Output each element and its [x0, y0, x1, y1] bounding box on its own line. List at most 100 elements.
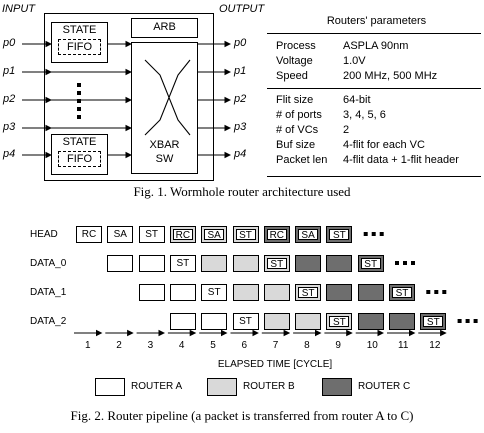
pipeline-cell-0-9: ST [326, 226, 353, 243]
row-label-0: HEAD [30, 229, 58, 240]
router-box [44, 13, 214, 181]
group1-name-0: Process [276, 40, 316, 52]
fifo-top: FIFO [58, 39, 101, 55]
legend-swatch-a [95, 378, 125, 396]
stage-label: ST [235, 229, 256, 241]
cycle-tick-8: 8 [304, 340, 310, 351]
stage-label: RC [172, 229, 193, 241]
cycle-tick-4: 4 [178, 340, 185, 351]
pipeline-cell-0-7: RC [263, 226, 290, 243]
sw-label: SW [155, 153, 174, 165]
ellipsis-dot [457, 319, 462, 323]
stage-label: RC [266, 229, 287, 241]
pipeline-cell-3-12: ST [420, 313, 447, 330]
pipeline-cell-1-6 [232, 255, 259, 272]
ellipsis-dot [473, 319, 478, 323]
stage-label: SA [298, 229, 319, 241]
pipeline-cell-2-11: ST [389, 284, 415, 301]
ellipsis-dot [426, 290, 431, 294]
pipeline-cell-2-3 [138, 284, 165, 301]
pipeline-cell-0-5: SA [201, 226, 228, 243]
state-fifo-block-bottom: STATE FIFO [51, 134, 108, 175]
fig1-caption: Fig. 1. Wormhole router architecture use… [133, 184, 351, 199]
state-label-bottom: STATE [62, 136, 97, 148]
row-label-1: DATA_0 [30, 258, 67, 269]
group2-name-0: Flit size [276, 94, 314, 106]
group2-name-4: Packet len [276, 154, 328, 166]
stage-label: SA [113, 229, 127, 240]
xbar-box: XBAR SW [131, 42, 198, 174]
pipeline-cell-1-9 [326, 255, 353, 272]
pipeline-cell-3-10 [357, 313, 384, 330]
axis-label: ELAPSED TIME [CYCLE] [217, 359, 333, 370]
group2-name-3: Buf size [276, 139, 316, 151]
pipeline-cell-0-3: ST [138, 226, 165, 243]
cycle-tick-10: 10 [366, 340, 378, 351]
group2-value-3: 4-flit for each VC [343, 139, 425, 151]
state-fifo-block-top: STATE FIFO [51, 22, 108, 63]
arb-label: ARB [153, 21, 176, 33]
group1-name-2: Speed [276, 70, 308, 82]
cycle-tick-7: 7 [272, 340, 279, 351]
fig2-caption: Fig. 2. Router pipeline (a packet is tra… [70, 408, 414, 423]
cycle-tick-3: 3 [147, 340, 154, 351]
pipeline-cell-1-5 [201, 255, 228, 272]
pipeline-cell-0-4: RC [169, 226, 196, 243]
group1-name-1: Voltage [276, 55, 313, 67]
pipeline-cell-2-8: ST [295, 284, 322, 301]
output-port-p0: p0 [234, 37, 247, 49]
stage-label: ST [298, 287, 319, 299]
stage-label: ST [360, 258, 381, 270]
stage-label: ST [329, 229, 350, 241]
arb-box: ARB [131, 18, 198, 38]
legend-label-b: ROUTER B [243, 381, 295, 392]
group1-value-0: ASPLA 90nm [343, 40, 409, 52]
group2-name-2: # of VCs [276, 124, 319, 136]
group2-value-4: 4-flit data + 1-flit header [343, 154, 459, 166]
stage-label: ST [266, 258, 287, 270]
stage-label: ST [239, 316, 252, 327]
input-label: INPUT [2, 3, 35, 15]
group2-value-2: 2 [343, 124, 350, 136]
stage-label: ST [145, 229, 158, 240]
pipeline-cell-3-5 [201, 313, 228, 330]
xbar-label: XBAR [149, 139, 180, 151]
cycle-tick-12: 12 [429, 340, 441, 351]
input-port-p2: p2 [3, 93, 16, 105]
table-title: Routers' parameters [326, 15, 427, 27]
pipeline-cell-0-8: SA [295, 226, 322, 243]
legend-swatch-b [207, 378, 237, 396]
pipeline-cell-0-1: RC [76, 226, 102, 243]
stage-label: SA [204, 229, 225, 241]
pipeline-cell-2-10 [357, 284, 384, 301]
pipeline-cell-3-8 [295, 313, 322, 330]
stage-label: ST [329, 316, 350, 328]
pipeline-cell-2-5: ST [201, 284, 228, 301]
group2-name-1: # of ports [276, 109, 322, 121]
pipeline-cell-1-8 [295, 255, 322, 272]
table-rule-mid [267, 88, 481, 89]
stage-label: ST [176, 258, 190, 269]
fifo-label-top: FIFO [66, 41, 93, 53]
pipeline-cell-3-11 [389, 313, 415, 330]
input-port-p0: p0 [3, 37, 16, 49]
legend-label-a: ROUTER A [131, 381, 183, 392]
output-label: OUTPUT [219, 3, 265, 15]
cycle-tick-5: 5 [210, 340, 216, 351]
ellipsis-dot [403, 261, 407, 265]
group1-value-2: 200 MHz, 500 MHz [343, 70, 438, 82]
ellipsis-dot [363, 232, 368, 236]
pipeline-cell-0-2: SA [107, 226, 134, 243]
pipeline-cell-1-10: ST [357, 255, 384, 272]
ellipsis-dot [379, 232, 384, 236]
fifo-bottom: FIFO [58, 151, 101, 167]
pipeline-cell-0-6: ST [232, 226, 259, 243]
stage-label: RC [81, 229, 97, 240]
input-port-p3: p3 [3, 121, 16, 133]
row-label-2: DATA_1 [30, 287, 67, 298]
ellipsis-dot [442, 290, 447, 294]
output-port-p4: p4 [234, 148, 247, 160]
pipeline-cell-2-6 [232, 284, 259, 301]
pipeline-cell-3-4 [169, 313, 196, 330]
